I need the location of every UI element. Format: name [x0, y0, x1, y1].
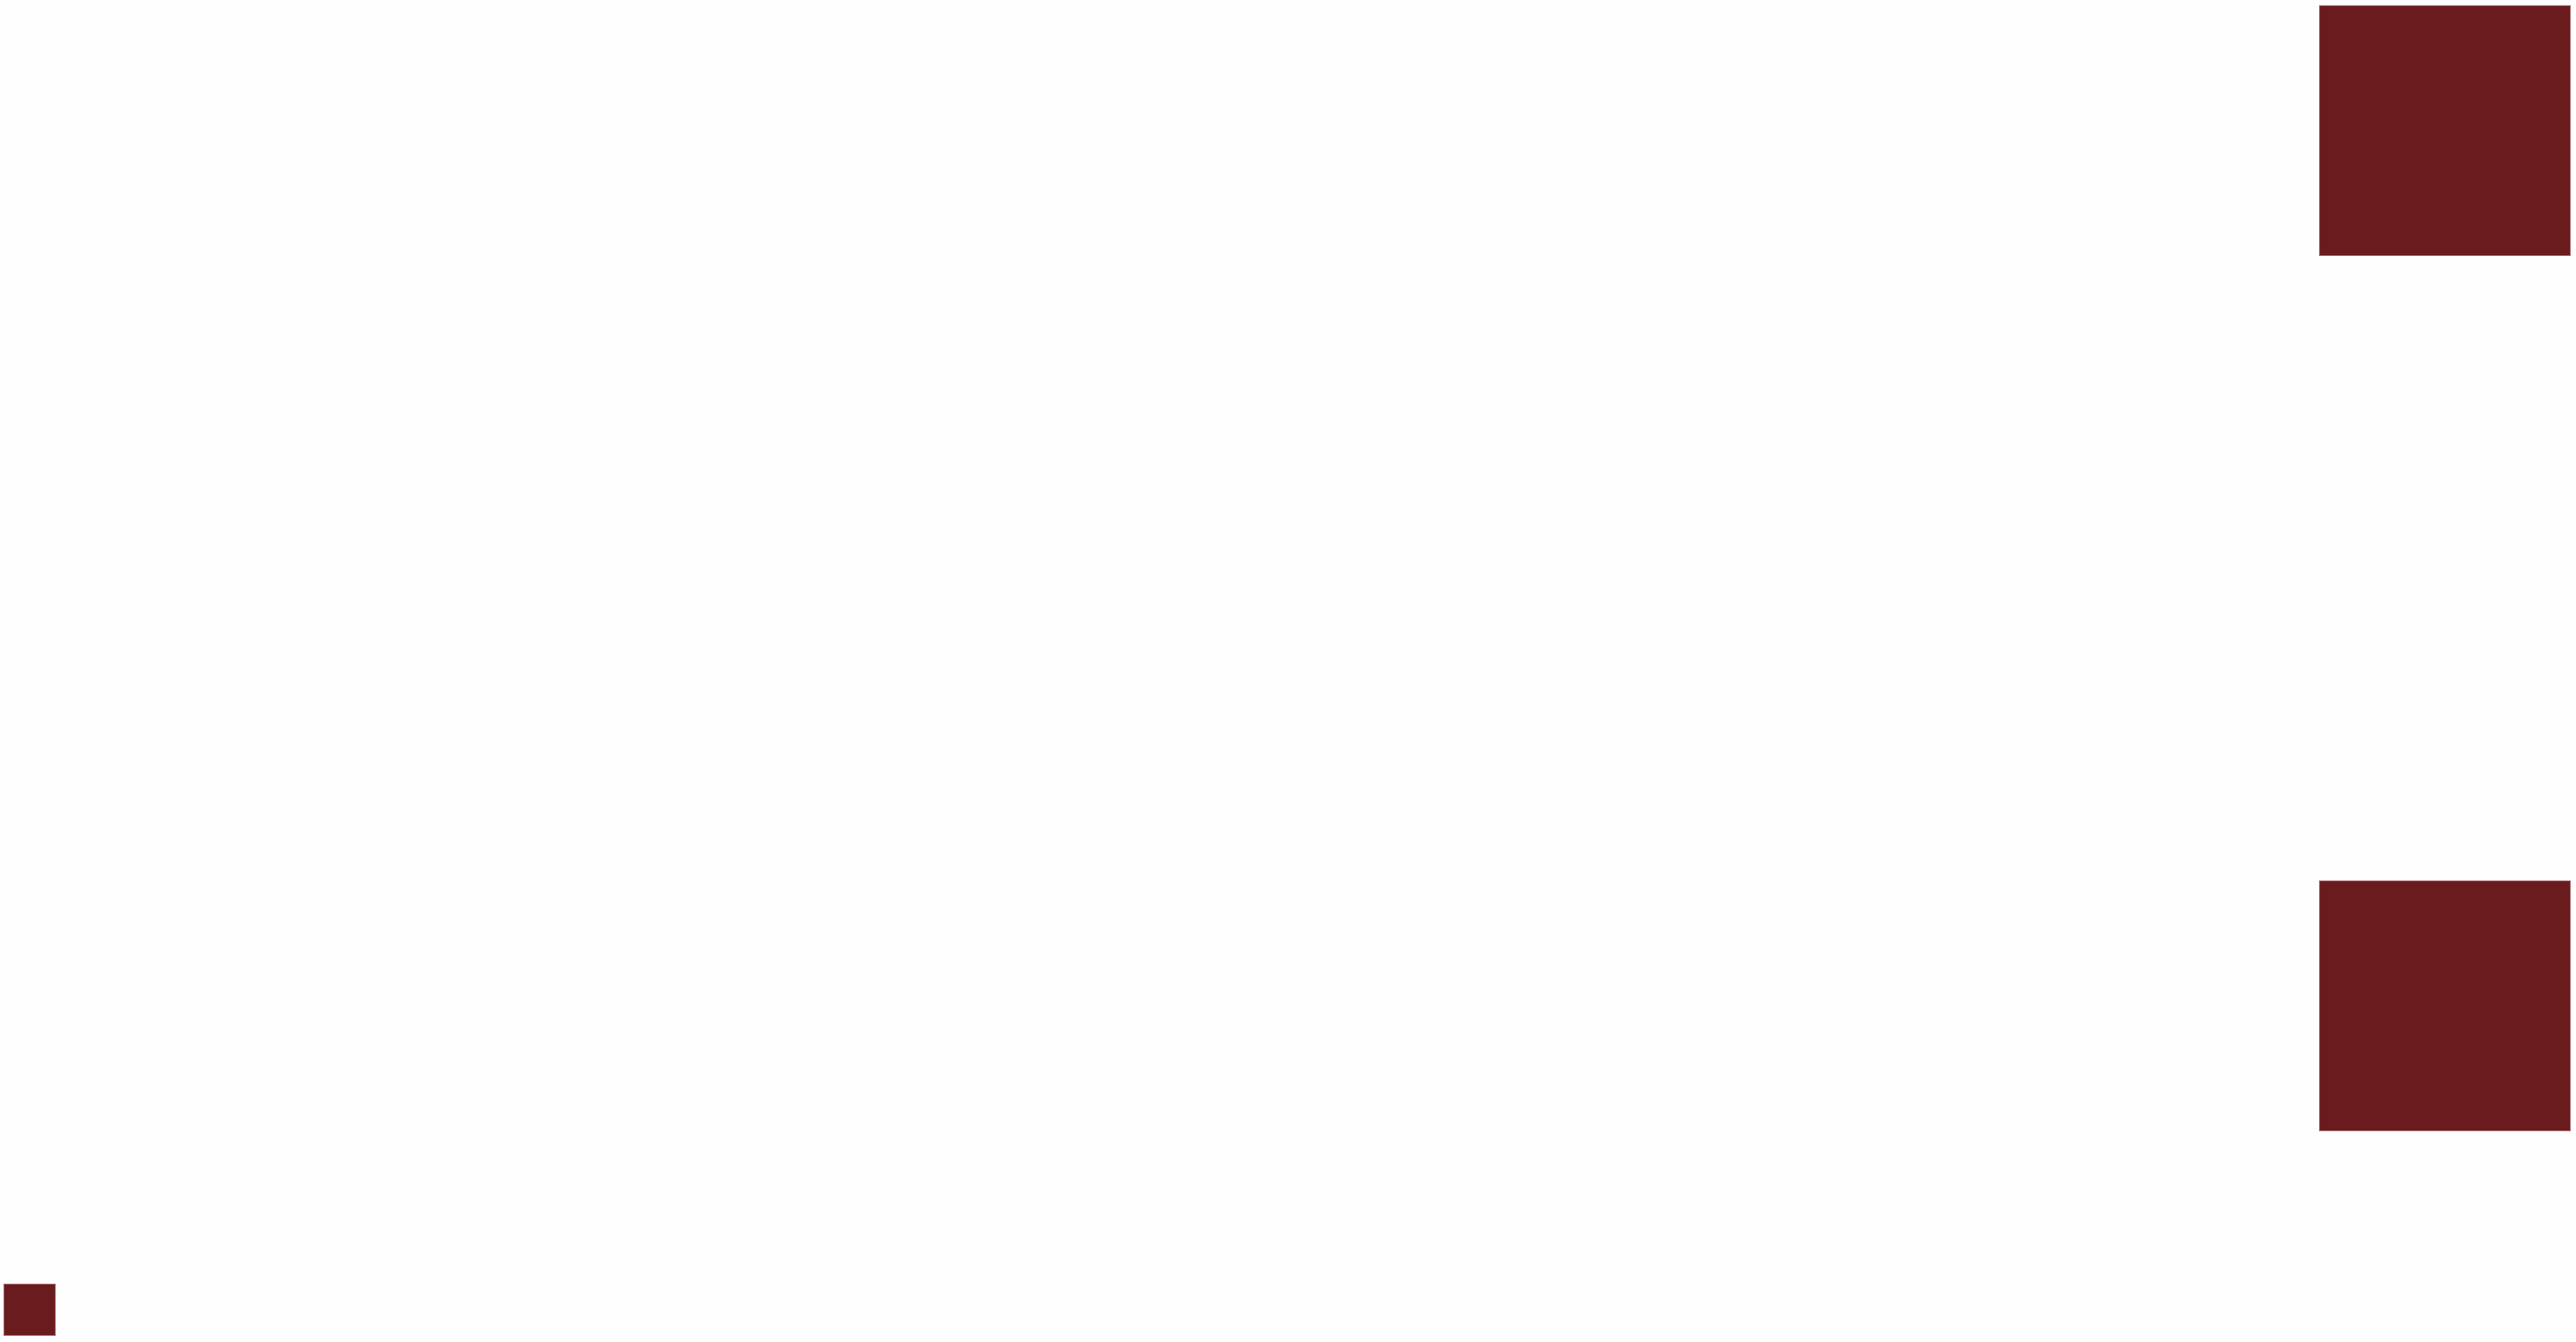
- bottom-left-square: [3, 1284, 56, 1336]
- bottom-right-square: [2319, 880, 2571, 1131]
- top-right-square: [2319, 5, 2571, 256]
